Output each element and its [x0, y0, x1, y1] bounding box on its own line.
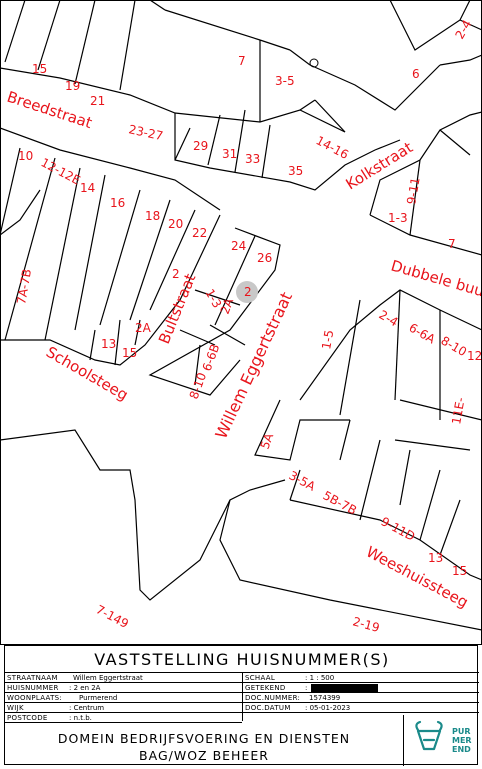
house-number: 14: [80, 181, 95, 195]
row-docnummer: DOC.NUMMER: 1574399: [243, 693, 479, 703]
row-schaal: SCHAAL : 1 : 500: [243, 673, 479, 683]
house-number: 31: [222, 147, 237, 161]
house-number: 5A: [258, 431, 277, 451]
selected-parcel-marker: [236, 281, 258, 303]
house-number: 2-4: [452, 18, 474, 42]
house-number: 7: [448, 237, 456, 251]
house-number: 20: [168, 217, 183, 231]
house-number: 3-5: [275, 74, 295, 88]
street-label-breedstraat: Breedstraat: [5, 88, 95, 132]
logo-text: PUR: [452, 727, 471, 736]
footer-line-1: DOMEIN BEDRIJFSVOERING EN DIENSTEN: [57, 731, 351, 746]
house-number: 5B-7B: [321, 488, 359, 517]
house-number: 18: [145, 209, 160, 223]
row-woonplaats: WOONPLAATS: Purmerend: [5, 693, 242, 703]
house-number: 13: [428, 551, 443, 565]
house-number: 2: [172, 267, 180, 281]
footer-line-2: BAG/WOZ BEHEER: [139, 748, 269, 763]
house-number: 2-4: [377, 307, 401, 329]
postcode-value: : n.t.b.: [69, 714, 92, 722]
street-label-kolkstraat: Kolkstraat: [343, 138, 416, 193]
docdatum-label: DOC.DATUM: [245, 704, 291, 712]
house-number: 35: [288, 164, 303, 178]
house-number: 2A: [135, 321, 152, 335]
house-number: 24: [231, 239, 246, 253]
purmerend-logo: PUR MER END: [404, 716, 478, 765]
schaal-label: SCHAAL: [245, 674, 276, 682]
house-number: 9-11D: [379, 514, 418, 543]
logo-text: END: [452, 745, 471, 754]
title-block: VASTSTELLING HUISNUMMER(S) STRAATNAAM Wil…: [4, 645, 479, 766]
house-number: 19: [65, 79, 80, 93]
getekend-label: GETEKEND: [245, 684, 286, 692]
street-label-schoolsteeg: Schoolsteeg: [43, 343, 131, 404]
wijk-value: : Centrum: [69, 704, 105, 712]
document-title: VASTSTELLING HUISNUMMER(S): [5, 646, 479, 673]
divider: [403, 715, 404, 766]
house-number: 7: [238, 54, 246, 68]
redacted-name: [311, 683, 379, 692]
woonplaats-value: Purmerend: [79, 694, 118, 702]
cadastral-map: Breedstraat Kolkstraat Dubbele buurt Sch…: [0, 0, 482, 645]
row-wijk: WIJK : Centrum: [5, 703, 242, 713]
row-huisnummer: HUISNUMMER : 2 en 2A: [5, 683, 242, 693]
house-number: 12: [467, 349, 482, 363]
house-number: 12-12E: [39, 155, 83, 187]
house-number: 33: [245, 152, 260, 166]
house-number: 15: [122, 346, 137, 360]
house-number: 11E-: [449, 396, 468, 425]
postcode-label: POSTCODE: [7, 714, 48, 722]
house-number-labels: 15 19 21 23-27 7 3-5 6 2-4 29 31 33 35 1…: [14, 18, 482, 635]
house-number: 2A: [218, 296, 237, 316]
schaal-value: : 1 : 500: [305, 674, 335, 682]
docdatum-value: : 05-01-2023: [305, 704, 351, 712]
house-number: 15: [452, 564, 467, 578]
house-number: 2-19: [351, 614, 381, 635]
house-number: 7A-7B: [14, 268, 34, 306]
huisnummer-label: HUISNUMMER: [7, 684, 59, 692]
woonplaats-label: WOONPLAATS:: [7, 694, 63, 702]
house-number: 1-5: [319, 329, 336, 351]
house-number: 9-11: [404, 176, 423, 205]
house-number: 14-16: [314, 133, 351, 162]
house-number: 3-5A: [287, 468, 319, 494]
house-number: 6-6A: [407, 320, 439, 346]
row-postcode: POSTCODE : n.t.b.: [5, 713, 242, 723]
house-number-selected: 2: [244, 285, 252, 299]
house-number: 21: [90, 94, 105, 108]
row-getekend: GETEKEND:: [243, 683, 479, 693]
house-number: 22: [192, 226, 207, 240]
getekend-value: :: [305, 684, 308, 692]
straatnaam-value: Willem Eggertstraat: [73, 674, 143, 682]
docnummer-label: DOC.NUMMER:: [245, 694, 301, 702]
house-number: 23-27: [127, 122, 164, 143]
house-number: 7-149: [94, 602, 131, 631]
wijk-label: WIJK: [7, 704, 24, 712]
house-number: 6: [412, 67, 420, 81]
house-number: 13: [101, 337, 116, 351]
map-canvas: Breedstraat Kolkstraat Dubbele buurt Sch…: [0, 0, 482, 645]
house-number: 15: [32, 62, 47, 76]
street-label-dubbele-buurt: Dubbele buurt: [389, 257, 482, 304]
house-number: 8-10: [187, 371, 209, 401]
house-number: 8-10: [439, 333, 470, 359]
logo-text: MER: [452, 736, 472, 745]
house-number: 26: [257, 251, 272, 265]
house-number: 16: [110, 196, 125, 210]
map-point-marker: [309, 58, 319, 68]
row-straatnaam: STRAATNAAM Willem Eggertstraat: [5, 673, 242, 683]
divider: [242, 673, 243, 721]
house-number: 6-6B: [200, 342, 223, 373]
huisnummer-value: : 2 en 2A: [69, 684, 101, 692]
parcel-lines: [0, 0, 482, 631]
straatnaam-label: STRAATNAAM: [7, 674, 58, 682]
docnummer-value: 1574399: [309, 694, 341, 702]
house-number: 29: [193, 139, 208, 153]
department-footer: DOMEIN BEDRIJFSVOERING EN DIENSTEN BAG/W…: [5, 730, 403, 766]
house-number: 1-3: [388, 211, 408, 225]
house-number: 10: [18, 149, 33, 163]
row-docdatum: DOC.DATUM : 05-01-2023: [243, 703, 479, 713]
